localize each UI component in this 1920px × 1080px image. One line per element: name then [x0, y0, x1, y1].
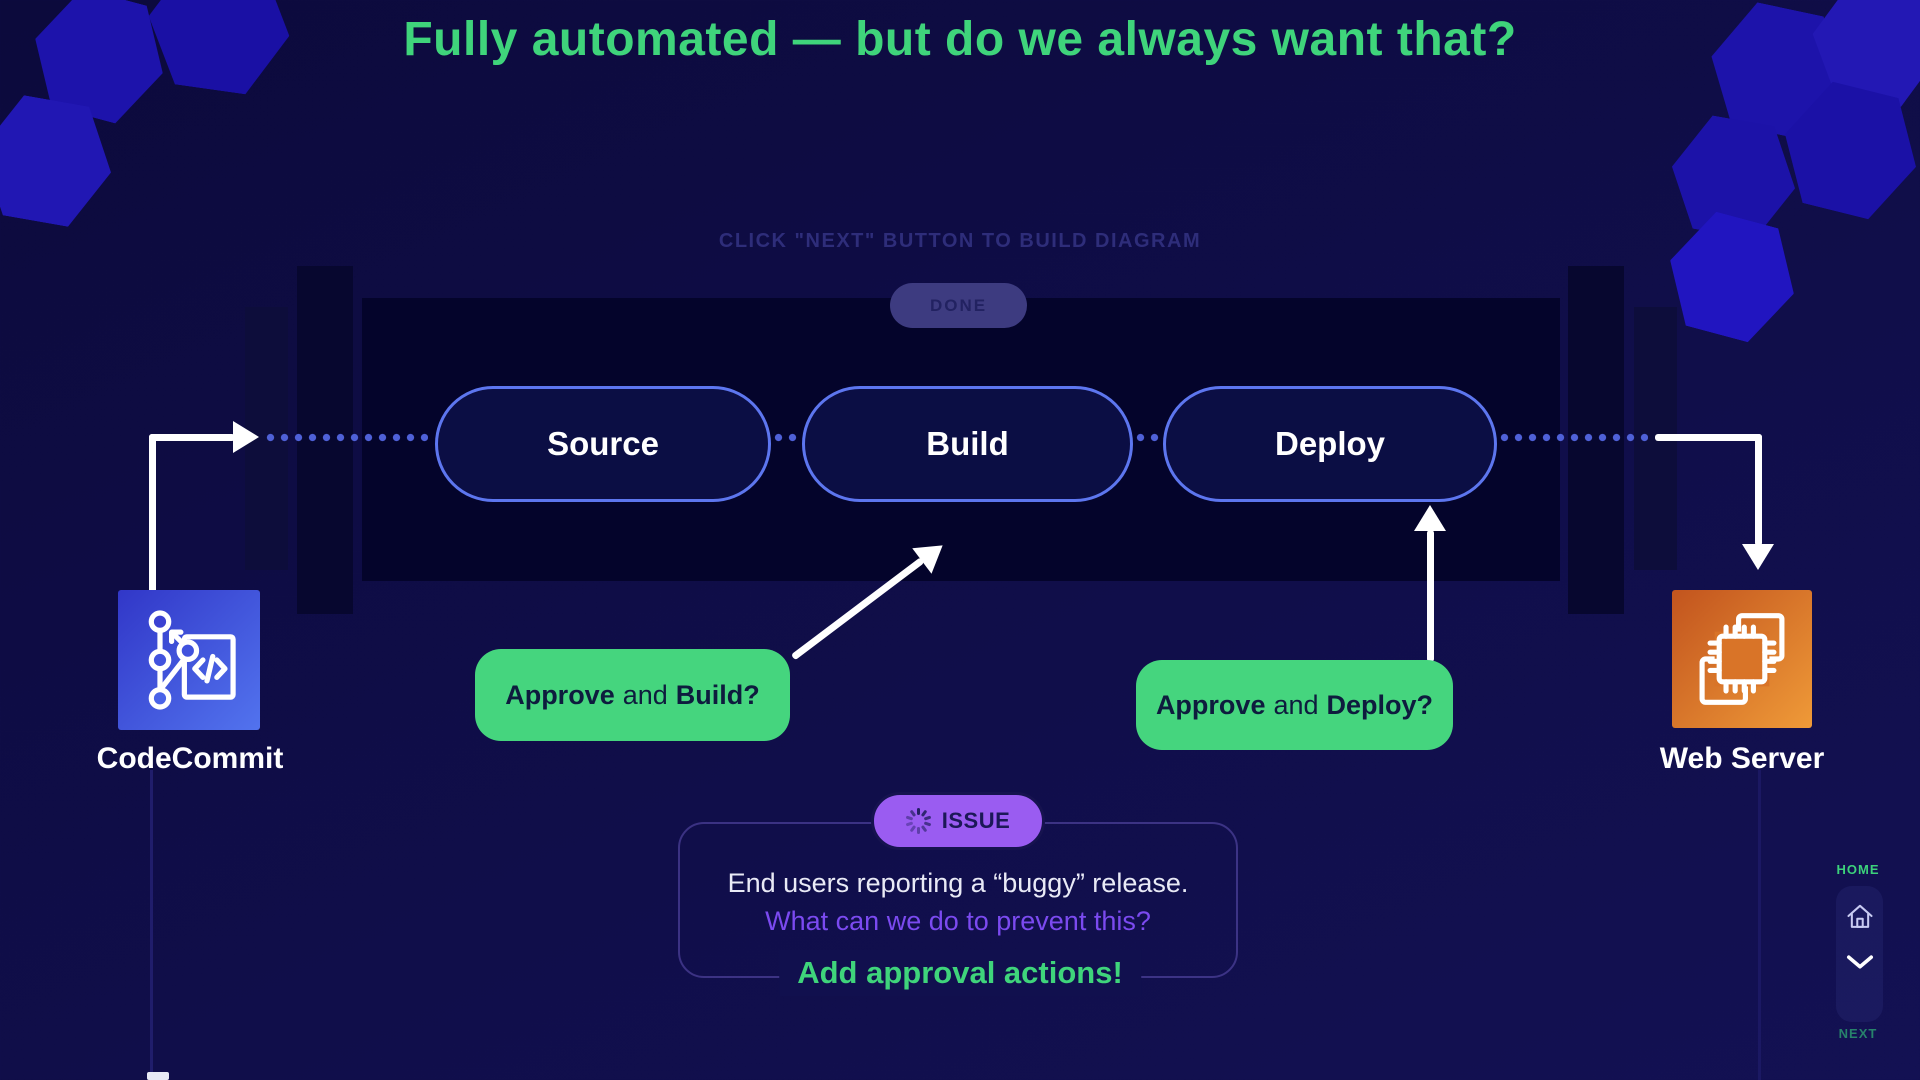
build-diagram-hint: CLICK "NEXT" BUTTON TO BUILD DIAGRAM	[718, 230, 1202, 252]
stage-source: Source	[435, 386, 771, 502]
page-title: Fully automated — but do we always want …	[403, 13, 1517, 66]
dotted-connector	[1136, 433, 1161, 442]
page-edge-marker	[147, 1072, 169, 1080]
issue-question: What can we do to prevent this?	[765, 906, 1151, 936]
next-label: NEXT	[1838, 1026, 1878, 1041]
issue-badge: ISSUE	[871, 792, 1045, 850]
approve-text: Approve	[505, 679, 615, 710]
dotted-connector	[266, 433, 428, 442]
next-button[interactable]	[1840, 942, 1880, 982]
dotted-connector	[774, 433, 800, 442]
home-label: HOME	[1836, 862, 1880, 877]
stage-build: Build	[802, 386, 1133, 502]
arrow-from-codecommit	[149, 434, 235, 441]
arrow-to-webserver	[1655, 434, 1762, 441]
webserver-label: Web Server	[1659, 742, 1825, 775]
approve-and-build-badge: Approve and Build?	[475, 649, 790, 741]
chevron-down-icon	[1846, 955, 1873, 969]
home-icon	[1846, 904, 1873, 928]
dotted-connector	[1500, 433, 1648, 442]
and-text: and	[1273, 689, 1319, 720]
issue-description: End users reporting a “buggy” release.	[727, 868, 1189, 898]
spinner-icon	[905, 808, 932, 834]
and-text: and	[622, 679, 668, 710]
issue-badge-label: ISSUE	[941, 808, 1011, 833]
issue-callout-box: End users reporting a “buggy” release. W…	[678, 822, 1238, 978]
build-question-text: Build?	[675, 679, 760, 710]
guide-line	[150, 770, 153, 1080]
approve-and-deploy-badge: Approve and Deploy?	[1136, 660, 1453, 750]
guide-line	[1758, 770, 1761, 1080]
arrowhead-right-icon	[233, 421, 259, 453]
stage-deploy: Deploy	[1163, 386, 1497, 502]
arrow-from-codecommit	[149, 434, 156, 593]
add-approval-actions-text: Add approval actions!	[779, 950, 1141, 996]
arrow-approve-to-deploy	[1427, 530, 1434, 662]
hexagon-shape	[1655, 203, 1809, 350]
approve-text: Approve	[1155, 689, 1266, 720]
home-button[interactable]	[1840, 896, 1880, 936]
arrowhead-up-icon	[1414, 505, 1446, 531]
codecommit-git-icon	[118, 590, 260, 730]
arrowhead-down-icon	[1742, 544, 1774, 570]
server-chip-icon	[1672, 590, 1812, 728]
done-button[interactable]: DONE	[890, 283, 1027, 328]
arrow-to-webserver	[1755, 434, 1762, 546]
codecommit-label: CodeCommit	[96, 742, 284, 775]
deploy-question-text: Deploy?	[1326, 689, 1434, 720]
slide-nav-panel	[1836, 886, 1883, 1022]
